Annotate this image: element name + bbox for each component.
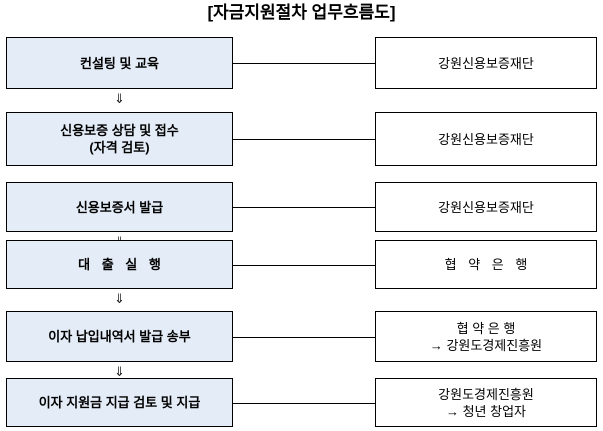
responsible-party-label: 강원신용보증재단 xyxy=(438,55,534,71)
process-step-box[interactable]: 신용보증서 발급 xyxy=(6,182,233,232)
flowchart-row: 신용보증서 발급 강원신용보증재단 xyxy=(0,182,603,232)
process-step-label: 컨설팅 및 교육 xyxy=(80,55,159,71)
page-title: [자금지원절차 업무흐름도] xyxy=(207,3,396,22)
down-arrow-icon: ⇓ xyxy=(114,292,125,307)
connector-line xyxy=(233,63,375,64)
connector-line xyxy=(233,403,375,404)
flowchart-row: 컨설팅 및 교육 강원신용보증재단 xyxy=(0,37,603,89)
process-step-label: 이자 지원금 지급 검토 및 지급 xyxy=(38,395,201,410)
process-step-box[interactable]: 대 출 실 행 xyxy=(6,240,233,289)
responsible-party-box[interactable]: 협 약 은 행 xyxy=(375,240,597,289)
down-arrow-icon: ⇓ xyxy=(114,92,125,107)
responsible-party-box[interactable]: 강원신용보증재단 xyxy=(375,37,597,89)
process-step-box[interactable]: 이자 지원금 지급 검토 및 지급 xyxy=(6,378,233,427)
responsible-party-label: 강원도경제진흥원 → 청년 창업자 xyxy=(438,386,534,419)
responsible-party-box[interactable]: 협 약 은 행 → 강원도경제진흥원 xyxy=(375,311,597,362)
responsible-party-box[interactable]: 강원신용보증재단 xyxy=(375,182,597,232)
process-step-label: 신용보증 상담 및 접수 (자격 검토) xyxy=(60,123,179,155)
responsible-party-box[interactable]: 강원신용보증재단 xyxy=(375,112,597,166)
responsible-party-label: 협 약 은 행 xyxy=(444,257,532,272)
flowchart-row: 이자 납입내역서 발급 송부 협 약 은 행 → 강원도경제진흥원 xyxy=(0,311,603,362)
down-arrow-icon: ⇓ xyxy=(114,365,125,380)
flowchart-row: 이자 지원금 지급 검토 및 지급 강원도경제진흥원 → 청년 창업자 xyxy=(0,378,603,427)
responsible-party-box[interactable]: 강원도경제진흥원 → 청년 창업자 xyxy=(375,378,597,427)
connector-line xyxy=(233,139,375,140)
connector-line xyxy=(233,207,375,208)
connector-line xyxy=(233,265,375,266)
process-step-box[interactable]: 이자 납입내역서 발급 송부 xyxy=(6,311,233,362)
connector-line xyxy=(233,337,375,338)
process-step-label: 신용보증서 발급 xyxy=(75,199,164,215)
process-step-box[interactable]: 컨설팅 및 교육 xyxy=(6,37,233,89)
process-step-label: 이자 납입내역서 발급 송부 xyxy=(48,329,191,344)
responsible-party-label: 강원신용보증재단 xyxy=(438,131,534,147)
responsible-party-label: 협 약 은 행 → 강원도경제진흥원 xyxy=(429,320,543,353)
process-step-label: 대 출 실 행 xyxy=(78,257,165,272)
flowchart-row: 신용보증 상담 및 접수 (자격 검토) 강원신용보증재단 xyxy=(0,112,603,166)
responsible-party-label: 강원신용보증재단 xyxy=(438,199,534,215)
process-step-box[interactable]: 신용보증 상담 및 접수 (자격 검토) xyxy=(6,112,233,166)
